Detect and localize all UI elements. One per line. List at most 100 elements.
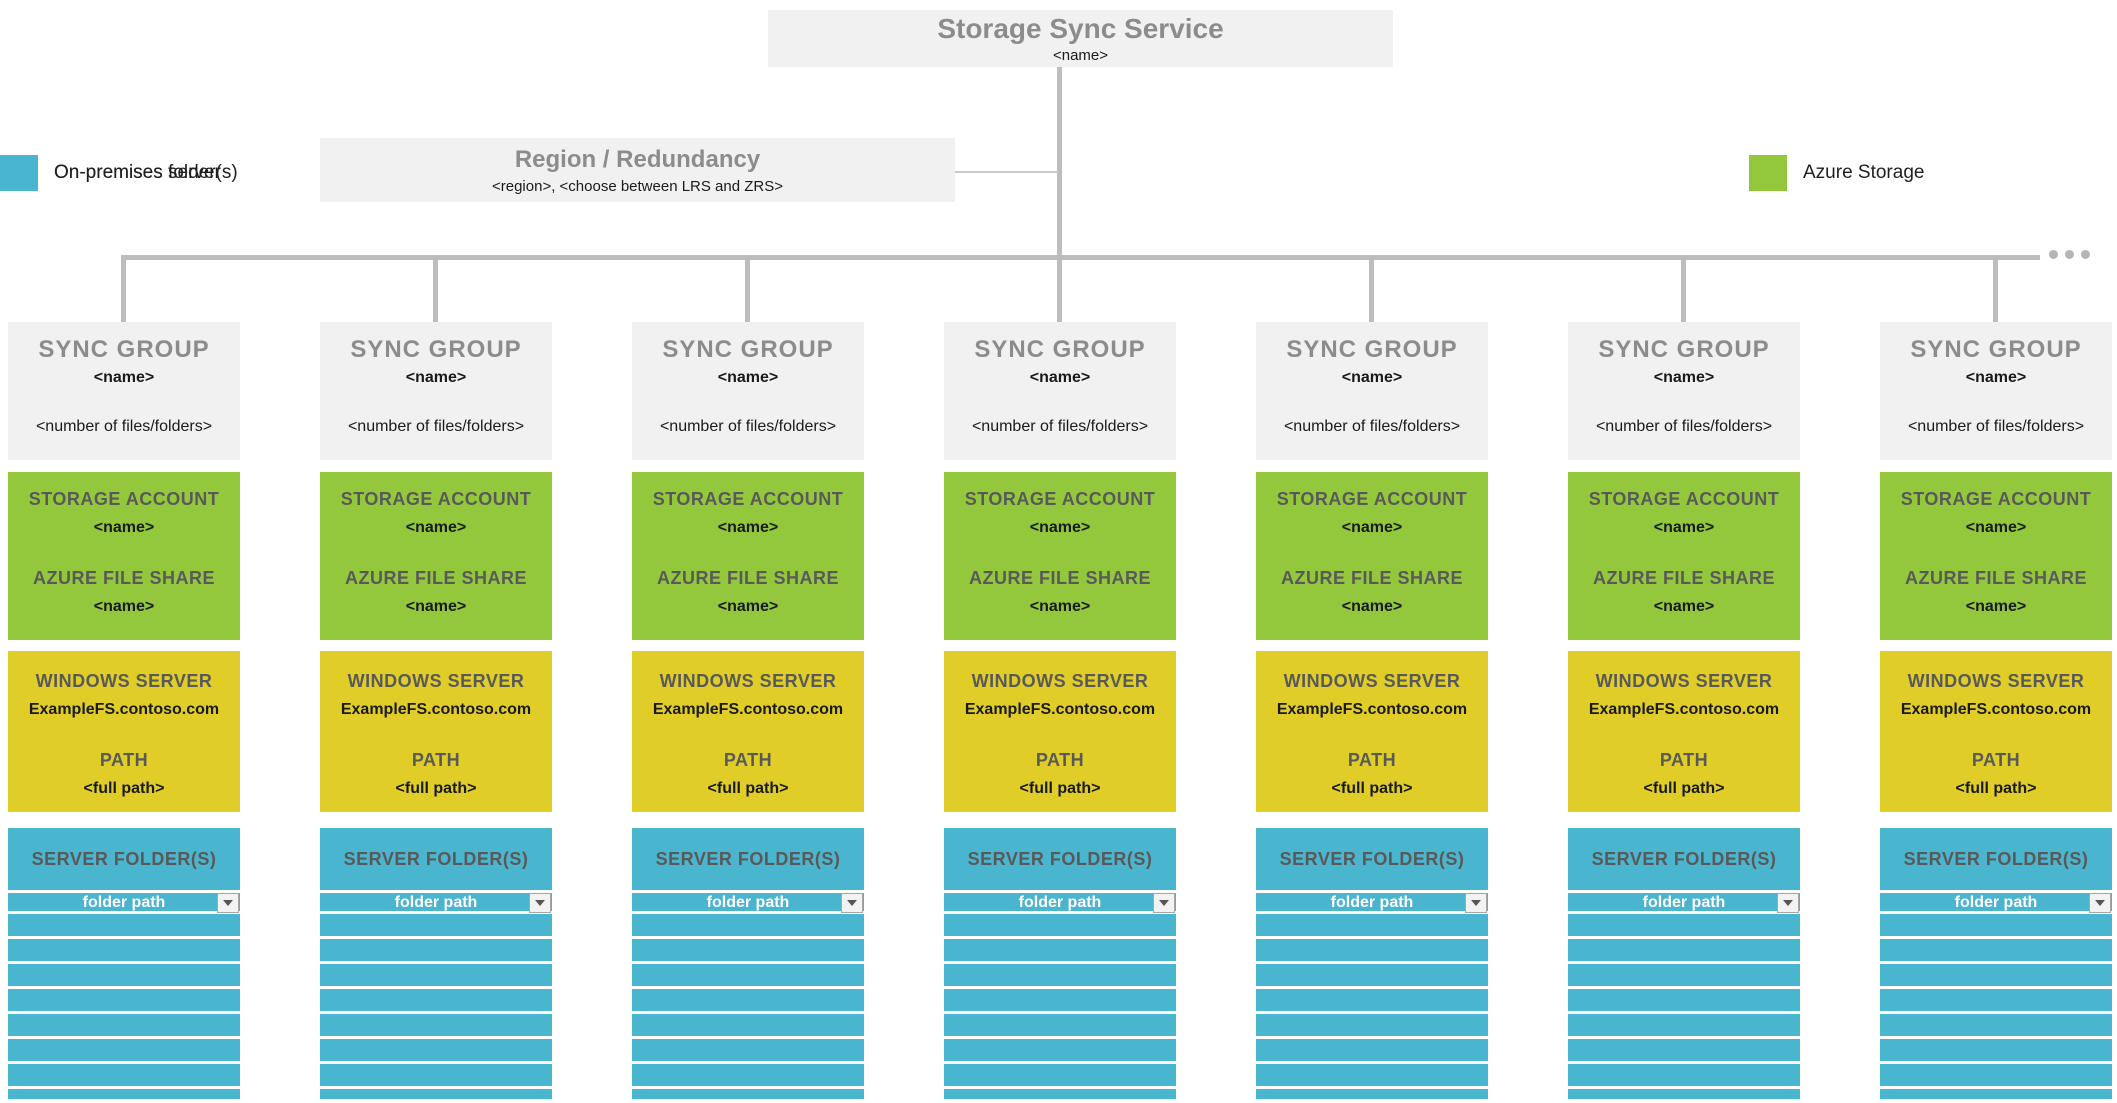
folder-path-cell[interactable]: folder path bbox=[944, 890, 1176, 913]
windows-server-title: WINDOWS SERVER bbox=[1907, 671, 2085, 691]
path-pair: PATH <full path> bbox=[632, 749, 864, 798]
folder-path-dropdown-button[interactable] bbox=[217, 893, 239, 913]
folder-path-cell[interactable]: folder path bbox=[8, 890, 240, 913]
azure-file-share-title: AZURE FILE SHARE bbox=[1280, 568, 1463, 588]
folder-row-empty bbox=[320, 1039, 552, 1061]
storage-account-pair: STORAGE ACCOUNT <name> bbox=[1568, 488, 1800, 537]
sync-group-title: SYNC GROUP bbox=[662, 336, 834, 363]
folder-path-cell[interactable]: folder path bbox=[1568, 890, 1800, 913]
server-folders-header: SERVER FOLDER(S) bbox=[1568, 828, 1800, 890]
storage-account-box: STORAGE ACCOUNT <name> AZURE FILE SHARE … bbox=[944, 472, 1176, 640]
folder-path-dropdown-button[interactable] bbox=[2089, 893, 2111, 913]
server-folders-box: SERVER FOLDER(S) folder path bbox=[632, 828, 864, 1099]
folder-path-value: folder path bbox=[1642, 894, 1726, 911]
windows-server-box: WINDOWS SERVER ExampleFS.contoso.com PAT… bbox=[320, 651, 552, 812]
ellipsis-dot bbox=[2081, 250, 2090, 259]
path-pair: PATH <full path> bbox=[320, 749, 552, 798]
windows-server-pair: WINDOWS SERVER ExampleFS.contoso.com bbox=[1568, 670, 1800, 719]
windows-server-title: WINDOWS SERVER bbox=[1595, 671, 1773, 691]
storage-account-pair: STORAGE ACCOUNT <name> bbox=[8, 488, 240, 537]
windows-server-title: WINDOWS SERVER bbox=[659, 671, 837, 691]
azure-file-share-pair: AZURE FILE SHARE <name> bbox=[320, 567, 552, 616]
folder-row-empty bbox=[944, 914, 1176, 936]
folder-row-empty bbox=[944, 939, 1176, 961]
folder-path-dropdown-button[interactable] bbox=[841, 893, 863, 913]
server-folders-box: SERVER FOLDER(S) folder path bbox=[944, 828, 1176, 1099]
region-redundancy-title: Region / Redundancy bbox=[514, 146, 761, 173]
sync-group-header-box: SYNC GROUP <name> <number of files/folde… bbox=[1880, 322, 2112, 460]
storage-sync-service-name: <name> bbox=[1052, 47, 1109, 64]
windows-server-name: ExampleFS.contoso.com bbox=[652, 701, 844, 718]
folder-row-empty bbox=[1568, 964, 1800, 986]
chevron-down-icon bbox=[1159, 900, 1169, 906]
azure-file-share-name: <name> bbox=[405, 598, 467, 615]
path-title: PATH bbox=[1035, 750, 1085, 770]
folder-path-dropdown-button[interactable] bbox=[1465, 893, 1487, 913]
legend-label: Azure Storage bbox=[1803, 162, 1925, 183]
folder-row-empty bbox=[1256, 939, 1488, 961]
folder-row-empty bbox=[8, 1014, 240, 1036]
legend-label: On-premises folder(s) bbox=[54, 162, 238, 183]
server-folders-box: SERVER FOLDER(S) folder path bbox=[320, 828, 552, 1099]
sync-group-count: <number of files/folders> bbox=[971, 418, 1149, 435]
azure-file-share-pair: AZURE FILE SHARE <name> bbox=[632, 567, 864, 616]
folder-row-empty bbox=[1880, 1064, 2112, 1086]
server-folders-header: SERVER FOLDER(S) bbox=[1256, 828, 1488, 890]
windows-server-pair: WINDOWS SERVER ExampleFS.contoso.com bbox=[320, 670, 552, 719]
folder-row-empty bbox=[1880, 914, 2112, 936]
storage-account-pair: STORAGE ACCOUNT <name> bbox=[320, 488, 552, 537]
folder-row-empty bbox=[632, 1039, 864, 1061]
azure-file-share-title: AZURE FILE SHARE bbox=[32, 568, 215, 588]
server-folders-title: SERVER FOLDER(S) bbox=[1591, 849, 1777, 869]
folder-path-value: folder path bbox=[394, 894, 478, 911]
folder-row-empty bbox=[8, 989, 240, 1011]
folder-path-cell[interactable]: folder path bbox=[1256, 890, 1488, 913]
windows-server-name: ExampleFS.contoso.com bbox=[1276, 701, 1468, 718]
folder-row-empty bbox=[1568, 1064, 1800, 1086]
legend-item-on-premises-folders: On-premises folder(s) bbox=[0, 155, 238, 191]
storage-account-title: STORAGE ACCOUNT bbox=[964, 489, 1156, 509]
sync-group-column: SYNC GROUP <name> <number of files/folde… bbox=[320, 257, 552, 1099]
sync-group-column: SYNC GROUP <name> <number of files/folde… bbox=[1568, 257, 1800, 1099]
windows-server-box: WINDOWS SERVER ExampleFS.contoso.com PAT… bbox=[632, 651, 864, 812]
column-connector-stub bbox=[1681, 257, 1686, 322]
server-folders-box: SERVER FOLDER(S) folder path bbox=[8, 828, 240, 1099]
folder-path-cell[interactable]: folder path bbox=[632, 890, 864, 913]
sync-group-title: SYNC GROUP bbox=[38, 336, 210, 363]
sync-group-title: SYNC GROUP bbox=[1598, 336, 1770, 363]
path-value: <full path> bbox=[707, 780, 789, 797]
sync-group-name: <name> bbox=[1341, 369, 1403, 386]
folder-row-empty bbox=[1568, 989, 1800, 1011]
region-redundancy-box: Region / Redundancy <region>, <choose be… bbox=[320, 138, 955, 202]
path-title: PATH bbox=[1659, 750, 1709, 770]
folder-path-dropdown-button[interactable] bbox=[529, 893, 551, 913]
folder-row-empty bbox=[8, 964, 240, 986]
storage-account-name: <name> bbox=[93, 519, 155, 536]
azure-file-share-pair: AZURE FILE SHARE <name> bbox=[1256, 567, 1488, 616]
sync-group-column: SYNC GROUP <name> <number of files/folde… bbox=[8, 257, 240, 1099]
folder-row-empty bbox=[1880, 964, 2112, 986]
ellipsis-dot bbox=[2049, 250, 2058, 259]
server-folders-title: SERVER FOLDER(S) bbox=[655, 849, 841, 869]
region-redundancy-subtitle: <region>, <choose between LRS and ZRS> bbox=[491, 178, 784, 195]
windows-server-title: WINDOWS SERVER bbox=[1283, 671, 1461, 691]
windows-server-pair: WINDOWS SERVER ExampleFS.contoso.com bbox=[632, 670, 864, 719]
folder-row-empty bbox=[320, 939, 552, 961]
azure-file-share-pair: AZURE FILE SHARE <name> bbox=[8, 567, 240, 616]
folder-path-dropdown-button[interactable] bbox=[1777, 893, 1799, 913]
folder-path-dropdown-button[interactable] bbox=[1153, 893, 1175, 913]
folder-row-empty bbox=[632, 1014, 864, 1036]
folder-row-empty bbox=[1880, 1039, 2112, 1061]
azure-file-share-title: AZURE FILE SHARE bbox=[968, 568, 1151, 588]
folder-path-cell[interactable]: folder path bbox=[320, 890, 552, 913]
sync-group-header-box: SYNC GROUP <name> <number of files/folde… bbox=[944, 322, 1176, 460]
azure-file-share-title: AZURE FILE SHARE bbox=[1904, 568, 2087, 588]
sync-group-header-box: SYNC GROUP <name> <number of files/folde… bbox=[8, 322, 240, 460]
server-folders-header: SERVER FOLDER(S) bbox=[320, 828, 552, 890]
path-pair: PATH <full path> bbox=[1880, 749, 2112, 798]
path-title: PATH bbox=[99, 750, 149, 770]
path-value: <full path> bbox=[1019, 780, 1101, 797]
windows-server-pair: WINDOWS SERVER ExampleFS.contoso.com bbox=[1880, 670, 2112, 719]
sync-group-header-box: SYNC GROUP <name> <number of files/folde… bbox=[1256, 322, 1488, 460]
folder-path-cell[interactable]: folder path bbox=[1880, 890, 2112, 913]
